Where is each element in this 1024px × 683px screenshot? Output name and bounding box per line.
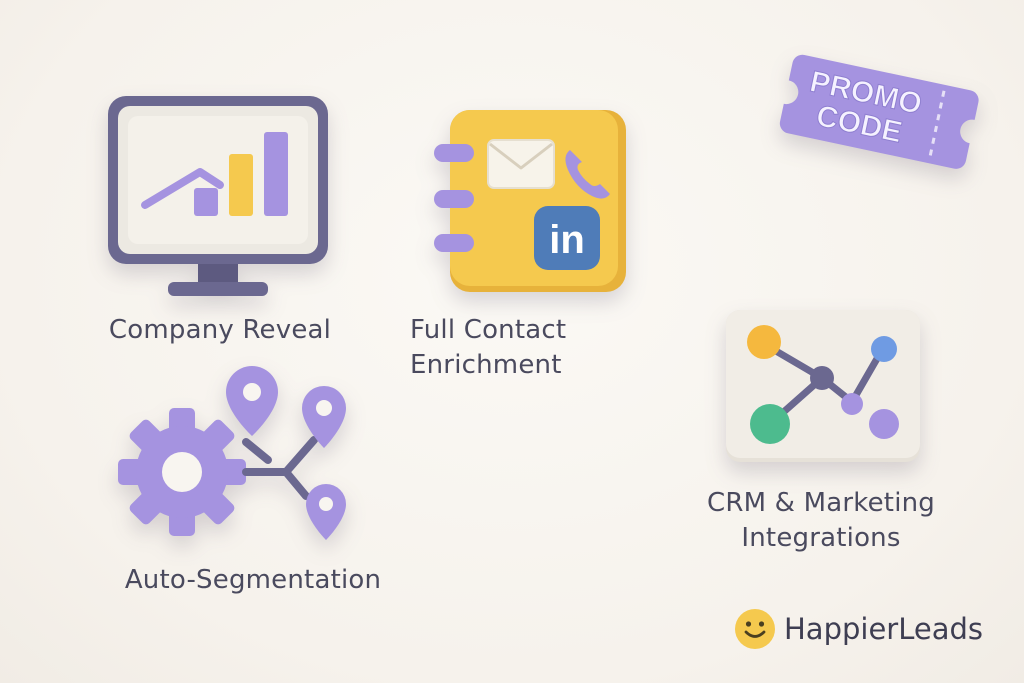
address-book-icon: in	[434, 110, 626, 292]
brand-logo[interactable]: HappierLeads	[734, 608, 994, 650]
brand-name: HappierLeads	[784, 612, 983, 646]
feature-label-crm: CRM & Marketing Integrations	[686, 486, 956, 556]
feature-label-crm-line1: CRM & Marketing	[706, 488, 936, 518]
feature-label-crm-line2: Integrations	[741, 523, 901, 553]
location-pin-icon	[226, 366, 346, 540]
feature-label-segmentation: Auto-Segmentation	[124, 565, 382, 595]
network-graph-icon	[726, 310, 920, 462]
monitor-chart-icon	[108, 96, 328, 296]
feature-label-company-reveal: Company Reveal	[108, 315, 332, 345]
envelope-icon	[487, 139, 555, 189]
smiley-logo-icon	[735, 609, 775, 649]
linkedin-label: in	[549, 218, 585, 262]
feature-label-contact-enrichment: Full Contact Enrichment	[410, 313, 650, 383]
feature-label-contact-line2: Enrichment	[410, 350, 562, 380]
phone-icon	[565, 150, 610, 199]
gear-segmentation-icon	[118, 366, 346, 540]
promo-ticket-icon: PROMO CODE	[779, 54, 979, 169]
linkedin-icon: in	[534, 206, 600, 270]
feature-label-contact-line1: Full Contact	[410, 315, 567, 345]
